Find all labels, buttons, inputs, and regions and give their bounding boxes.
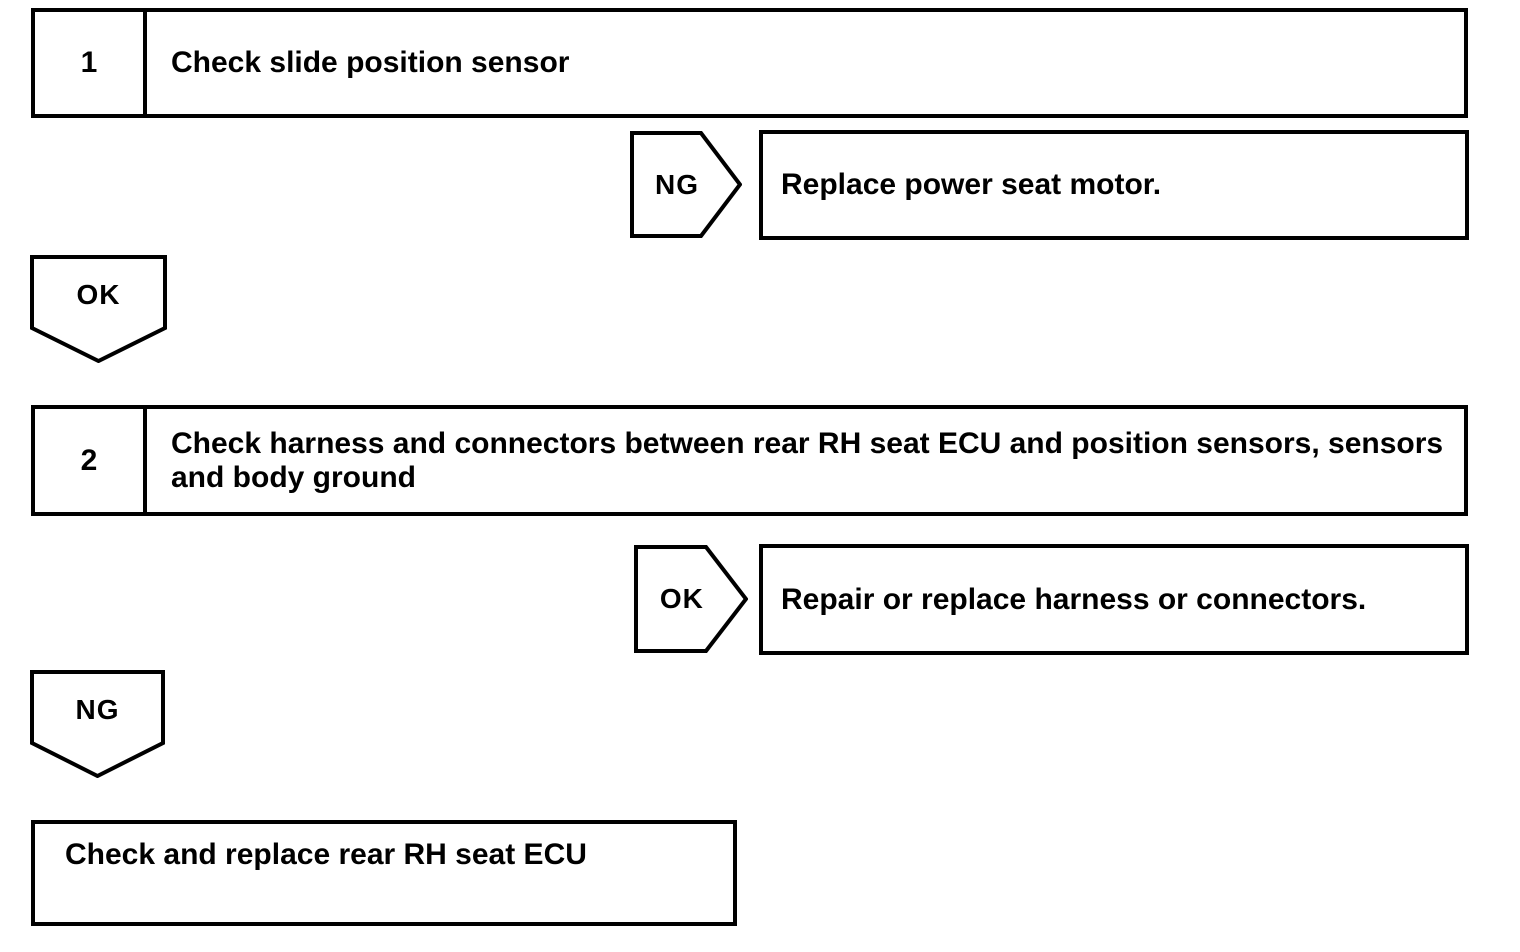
step-1-pass-tag: OK xyxy=(30,255,167,363)
step-2-branch-action-box: Repair or replace harness or connectors. xyxy=(759,544,1469,655)
step-2-branch-tag: OK xyxy=(634,545,748,653)
step-2-branch-action-text: Repair or replace harness or connectors. xyxy=(781,582,1367,616)
final-action-text: Check and replace rear RH seat ECU xyxy=(65,838,587,871)
step-1-branch-action-text: Replace power seat motor. xyxy=(781,168,1162,201)
pentagon-right-icon xyxy=(634,545,748,653)
step-2-pass-label: NG xyxy=(75,693,120,725)
pentagon-down-icon xyxy=(30,255,167,363)
step-2-branch-label: OK xyxy=(659,583,704,614)
final-action-box: Check and replace rear RH seat ECU xyxy=(31,820,737,926)
step-1-number: 1 xyxy=(35,12,147,114)
step-1-branch-label: NG xyxy=(655,168,700,200)
step-2-title: Check harness and connectors between rea… xyxy=(171,426,1444,494)
step-2-box: 2 Check harness and connectors between r… xyxy=(31,405,1468,516)
pentagon-right-icon xyxy=(630,131,742,238)
step-1-pass-label: OK xyxy=(76,278,121,310)
step-1-branch-action-box: Replace power seat motor. xyxy=(759,130,1469,240)
step-2-pass-tag: NG xyxy=(30,670,165,778)
step-1-branch-tag: NG xyxy=(630,131,742,238)
step-1-box: 1 Check slide position sensor xyxy=(31,8,1468,118)
step-1-title: Check slide position sensor xyxy=(171,46,570,80)
pentagon-down-icon xyxy=(30,670,165,778)
step-2-number: 2 xyxy=(35,409,147,512)
